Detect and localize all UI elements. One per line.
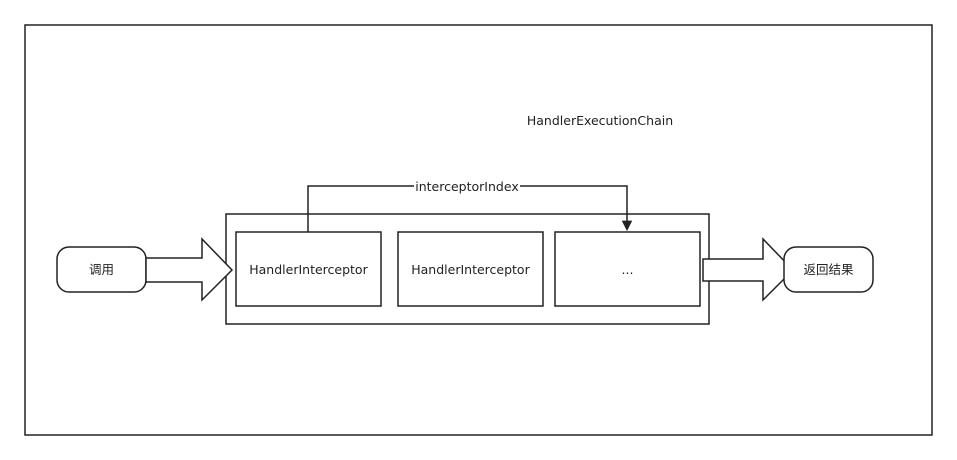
end-node — [783, 246, 874, 293]
interceptor-label-3: ... — [622, 262, 634, 277]
interceptor-label-1: HandlerInterceptor — [249, 262, 368, 277]
interceptor-box-2 — [397, 231, 544, 307]
chain-title: HandlerExecutionChain — [527, 113, 673, 128]
pointer-label: interceptorIndex — [415, 179, 518, 194]
start-node-label: 调用 — [89, 262, 114, 277]
interceptor-box-1 — [235, 231, 382, 307]
input-block-arrow — [145, 237, 234, 302]
output-block-arrow — [702, 237, 795, 302]
end-node-label: 返回结果 — [803, 262, 854, 277]
interceptor-box-3 — [554, 231, 701, 307]
interceptor-label-2: HandlerInterceptor — [411, 262, 530, 277]
outer-frame — [24, 24, 933, 436]
pointer-label-background — [414, 178, 520, 194]
